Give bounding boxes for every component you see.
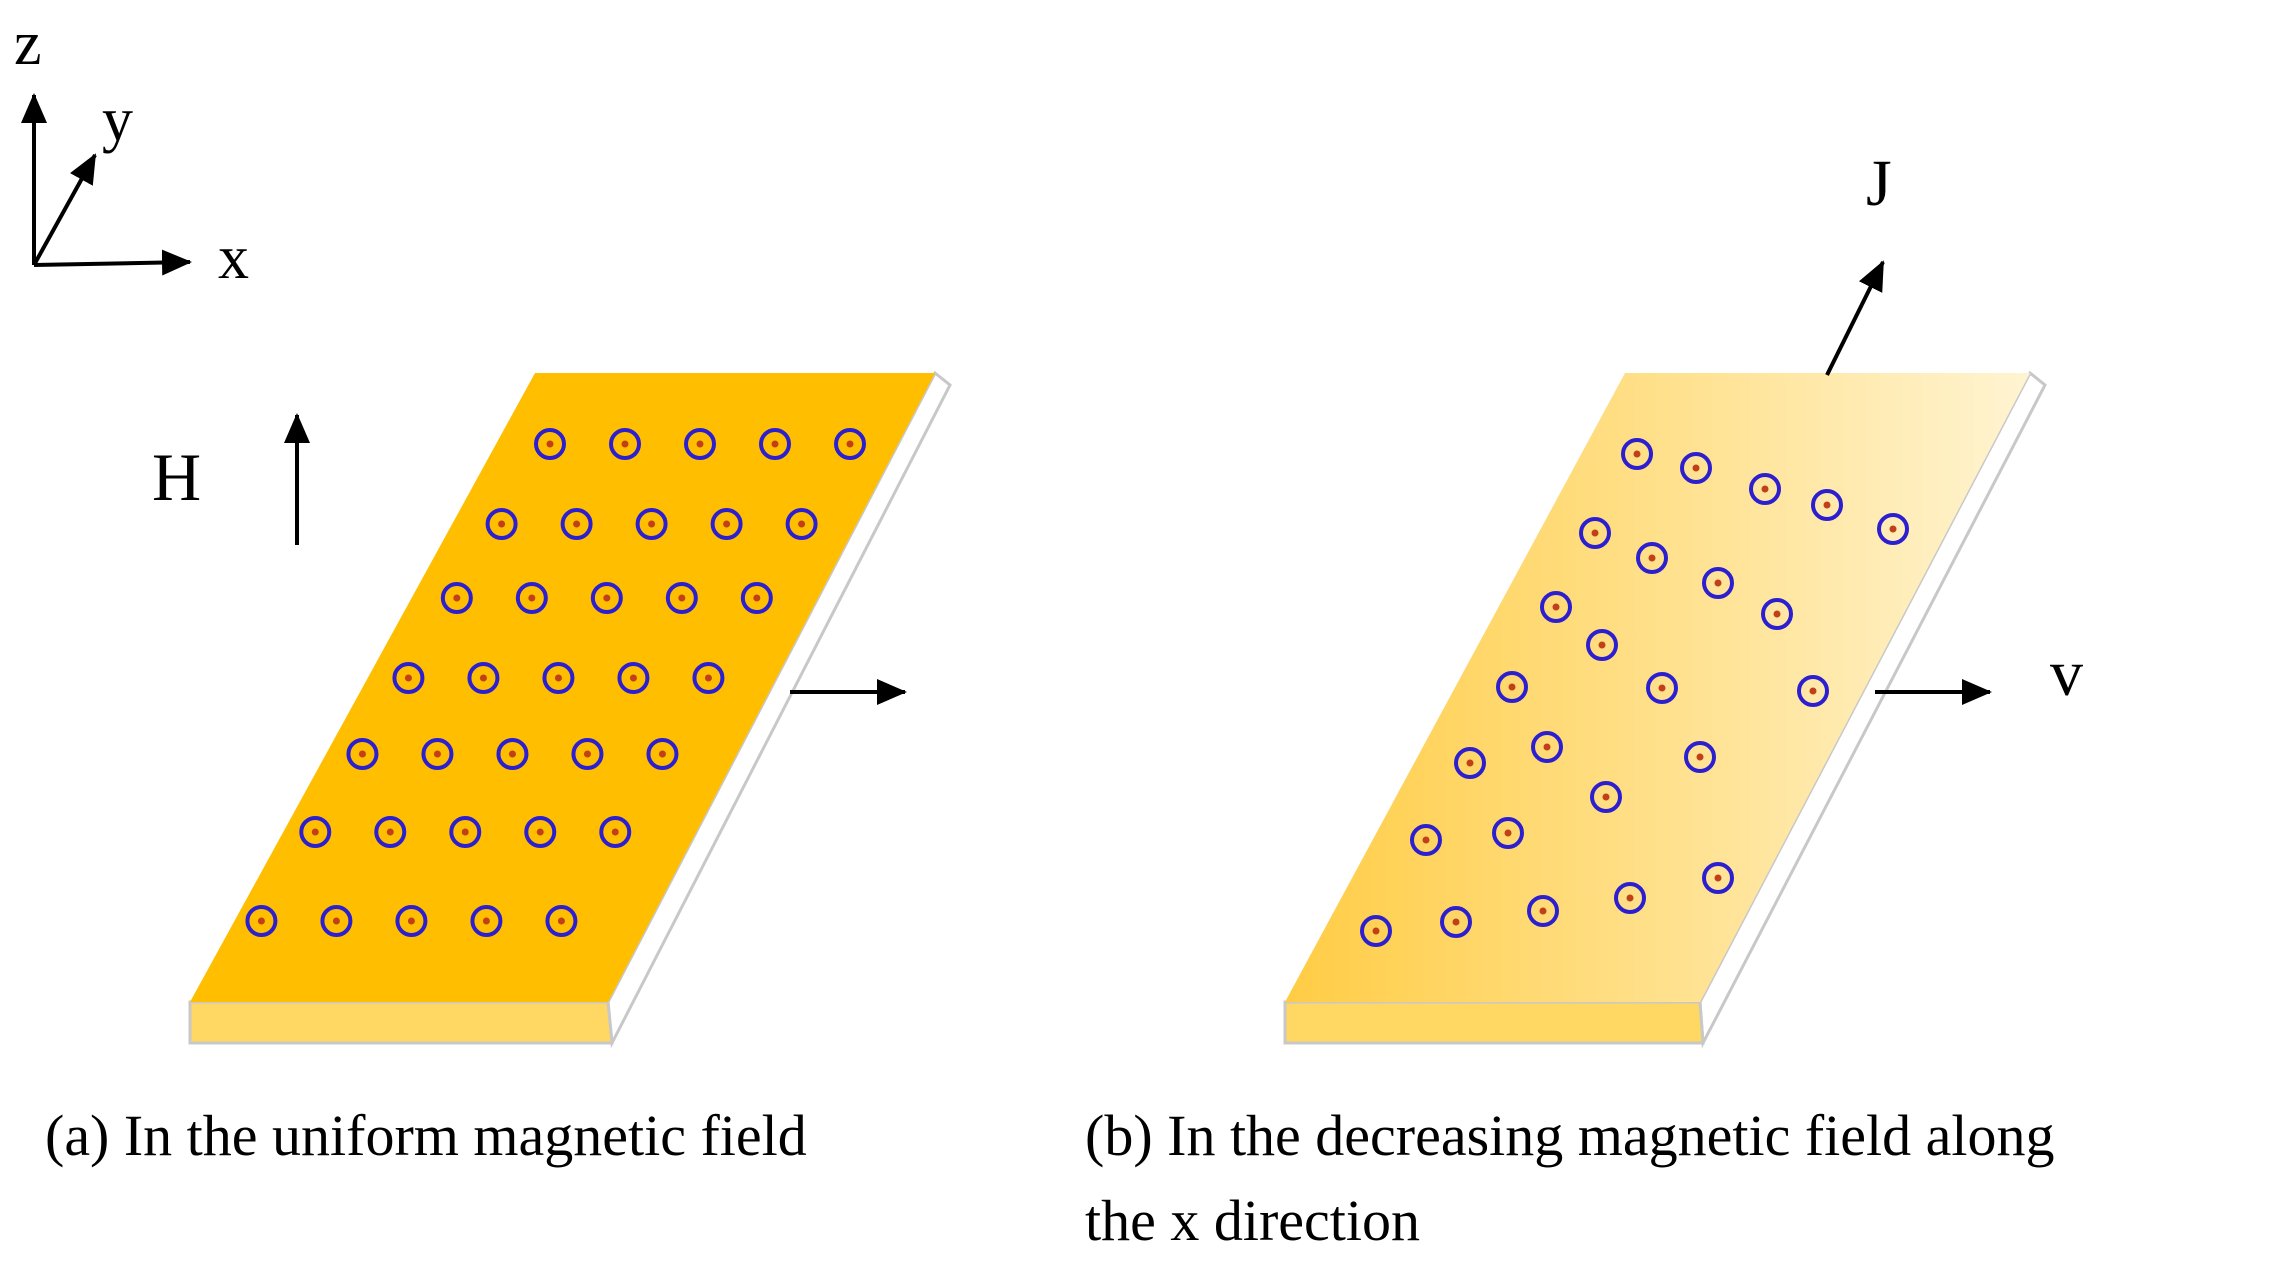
- field-label-h: H: [152, 439, 201, 515]
- slab-b-front-side: [1283, 1000, 1705, 1045]
- vortex-icon: [1877, 513, 1909, 545]
- vortex-icon: [759, 428, 791, 460]
- vortex-icon: [590, 582, 623, 614]
- vortex-icon: [1360, 915, 1392, 947]
- vortex-icon: [1410, 824, 1442, 856]
- current-label-j: J: [1866, 147, 1892, 220]
- vortex-icon: [692, 662, 725, 694]
- vortex-icon: [449, 816, 482, 848]
- vortex-icon: [320, 905, 353, 937]
- vortex-icon: [1797, 675, 1829, 707]
- vortex-icon: [635, 508, 668, 540]
- vortex-icon: [485, 508, 518, 540]
- vortex-icon: [374, 816, 407, 848]
- vortex-icon: [395, 905, 428, 937]
- velocity-label-v: v: [2050, 637, 2083, 710]
- slab-b-top-surface: [1285, 373, 2030, 1002]
- vortex-icon: [1590, 781, 1622, 813]
- vortex-icon: [545, 905, 578, 937]
- vortex-icon: [1761, 598, 1793, 630]
- vortex-icon: [1646, 672, 1678, 704]
- vortex-icon: [710, 508, 743, 540]
- vortex-icon: [1614, 882, 1646, 914]
- vortex-icon: [1492, 817, 1524, 849]
- vortex-icon: [524, 816, 557, 848]
- x-axis-label: x: [218, 224, 249, 292]
- y-axis-label: y: [102, 86, 133, 154]
- vortex-icon: [1586, 629, 1618, 661]
- vortex-icon: [496, 738, 529, 770]
- slab-a-top-surface: [190, 373, 935, 1002]
- vortex-icon: [1540, 591, 1572, 623]
- vortex-icon: [1621, 438, 1653, 470]
- caption-a: (a) In the uniform magnetic field: [45, 1103, 807, 1168]
- vortex-icon: [467, 662, 500, 694]
- slab-b: [1283, 370, 2047, 1049]
- vortex-icon: [1749, 473, 1781, 505]
- vortex-icon: [421, 738, 454, 770]
- current-arrow-icon: [1825, 260, 1885, 376]
- vortex-icon: [834, 428, 866, 460]
- vortex-icon: [665, 582, 698, 614]
- panel-a: H (a) In the uniform magnetic field: [45, 370, 952, 1168]
- vortex-icon: [571, 738, 604, 770]
- vortex-icon: [440, 582, 473, 614]
- vortex-icon: [1684, 741, 1716, 773]
- vortex-icon: [1496, 671, 1528, 703]
- vortex-icon: [534, 428, 566, 460]
- vortex-icon: [1811, 489, 1843, 521]
- slab-a: [188, 370, 952, 1049]
- vortex-icon: [1636, 542, 1668, 574]
- vortex-icon: [299, 816, 332, 848]
- panel-b: J v (b) In the decreasing magnetic field…: [1085, 147, 2083, 1253]
- vortices-b: [1360, 438, 1909, 947]
- vortex-icon: [740, 582, 773, 614]
- vortex-icon: [1680, 452, 1712, 484]
- vortex-icon: [609, 428, 641, 460]
- vortices-a: [245, 428, 866, 937]
- slab-a-front-side: [188, 1000, 614, 1045]
- vortex-icon: [1579, 517, 1611, 549]
- vortex-icon: [392, 662, 425, 694]
- vortex-icon: [646, 738, 679, 770]
- caption-b-line2: the x direction: [1085, 1188, 1420, 1253]
- vortex-icon: [560, 508, 593, 540]
- y-axis-arrow-icon: [32, 153, 97, 266]
- coordinate-axes: z y x: [14, 10, 249, 292]
- vortex-icon: [1702, 567, 1734, 599]
- vortex-icon: [1531, 731, 1563, 763]
- caption-b-line1: (b) In the decreasing magnetic field alo…: [1085, 1103, 2055, 1168]
- vortex-icon: [542, 662, 575, 694]
- vortex-icon: [1454, 747, 1486, 779]
- vortex-icon: [1702, 862, 1734, 894]
- vortex-icon: [346, 738, 379, 770]
- vortex-icon: [684, 428, 716, 460]
- z-axis-label: z: [14, 10, 42, 78]
- vortex-icon: [1440, 906, 1472, 938]
- vortex-icon: [785, 508, 818, 540]
- vortex-icon: [515, 582, 548, 614]
- vortex-icon: [599, 816, 632, 848]
- x-axis-arrow-icon: [33, 249, 192, 276]
- vortex-icon: [617, 662, 650, 694]
- vortex-icon: [470, 905, 503, 937]
- vortex-icon: [245, 905, 278, 937]
- vortex-icon: [1527, 895, 1559, 927]
